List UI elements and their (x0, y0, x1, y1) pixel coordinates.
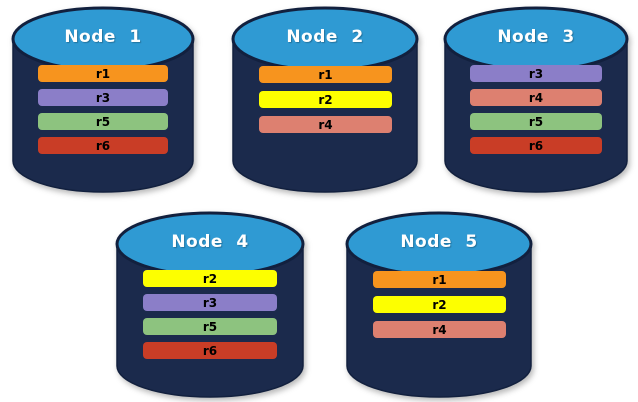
replica-bar-r5: r5 (38, 113, 168, 130)
replica-label: r4 (528, 90, 544, 105)
replica-label: r6 (528, 138, 544, 153)
replica-label: r2 (202, 271, 218, 286)
replica-bar-r1: r1 (373, 271, 506, 288)
replica-label: r2 (318, 92, 333, 107)
replica-label: r5 (528, 114, 544, 129)
replica-bar-r6: r6 (143, 342, 277, 359)
database-node-cylinder: Node 1 r1 r3 r5 r6 (10, 5, 196, 197)
replica-bar-r6: r6 (38, 137, 168, 154)
node-title: Node 3 (497, 27, 575, 47)
replica-bar-r4: r4 (259, 116, 392, 133)
node-title: Node 5 (400, 232, 478, 252)
replica-label: r4 (318, 117, 333, 132)
replica-bar-r4: r4 (373, 321, 506, 338)
replica-bar-r4: r4 (470, 89, 602, 106)
replica-bar-r3: r3 (470, 65, 602, 82)
replica-bar-r6: r6 (470, 137, 602, 154)
replica-bar-r2: r2 (259, 91, 392, 108)
replica-bar-r3: r3 (38, 89, 168, 106)
node-title: Node 2 (286, 27, 364, 47)
replica-bar-r1: r1 (38, 65, 168, 82)
database-node-cylinder: Node 5 r1 r2 r4 (344, 210, 534, 402)
replica-label: r1 (318, 67, 333, 82)
replica-bar-r5: r5 (470, 113, 602, 130)
replica-label: r5 (202, 319, 218, 334)
replica-bar-r1: r1 (259, 66, 392, 83)
replica-label: r3 (528, 66, 544, 81)
database-node-cylinder: Node 3 r3 r4 r5 r6 (442, 5, 630, 197)
replica-bar-r3: r3 (143, 294, 277, 311)
node-title: Node 4 (171, 232, 249, 252)
replica-label: r4 (432, 322, 447, 337)
replica-label: r6 (95, 138, 111, 153)
replica-label: r3 (202, 295, 218, 310)
replica-bar-r5: r5 (143, 318, 277, 335)
database-node-cylinder: Node 2 r1 r2 r4 (230, 5, 420, 197)
replica-label: r5 (95, 114, 111, 129)
node-title: Node 1 (64, 27, 142, 47)
replica-label: r2 (432, 297, 447, 312)
replica-label: r3 (95, 90, 111, 105)
replica-bar-r2: r2 (373, 296, 506, 313)
replica-label: r6 (202, 343, 218, 358)
database-node-cylinder: Node 4 r2 r3 r5 r6 (114, 210, 306, 402)
replica-label: r1 (432, 272, 447, 287)
replica-label: r1 (95, 66, 111, 81)
replica-bar-r2: r2 (143, 270, 277, 287)
